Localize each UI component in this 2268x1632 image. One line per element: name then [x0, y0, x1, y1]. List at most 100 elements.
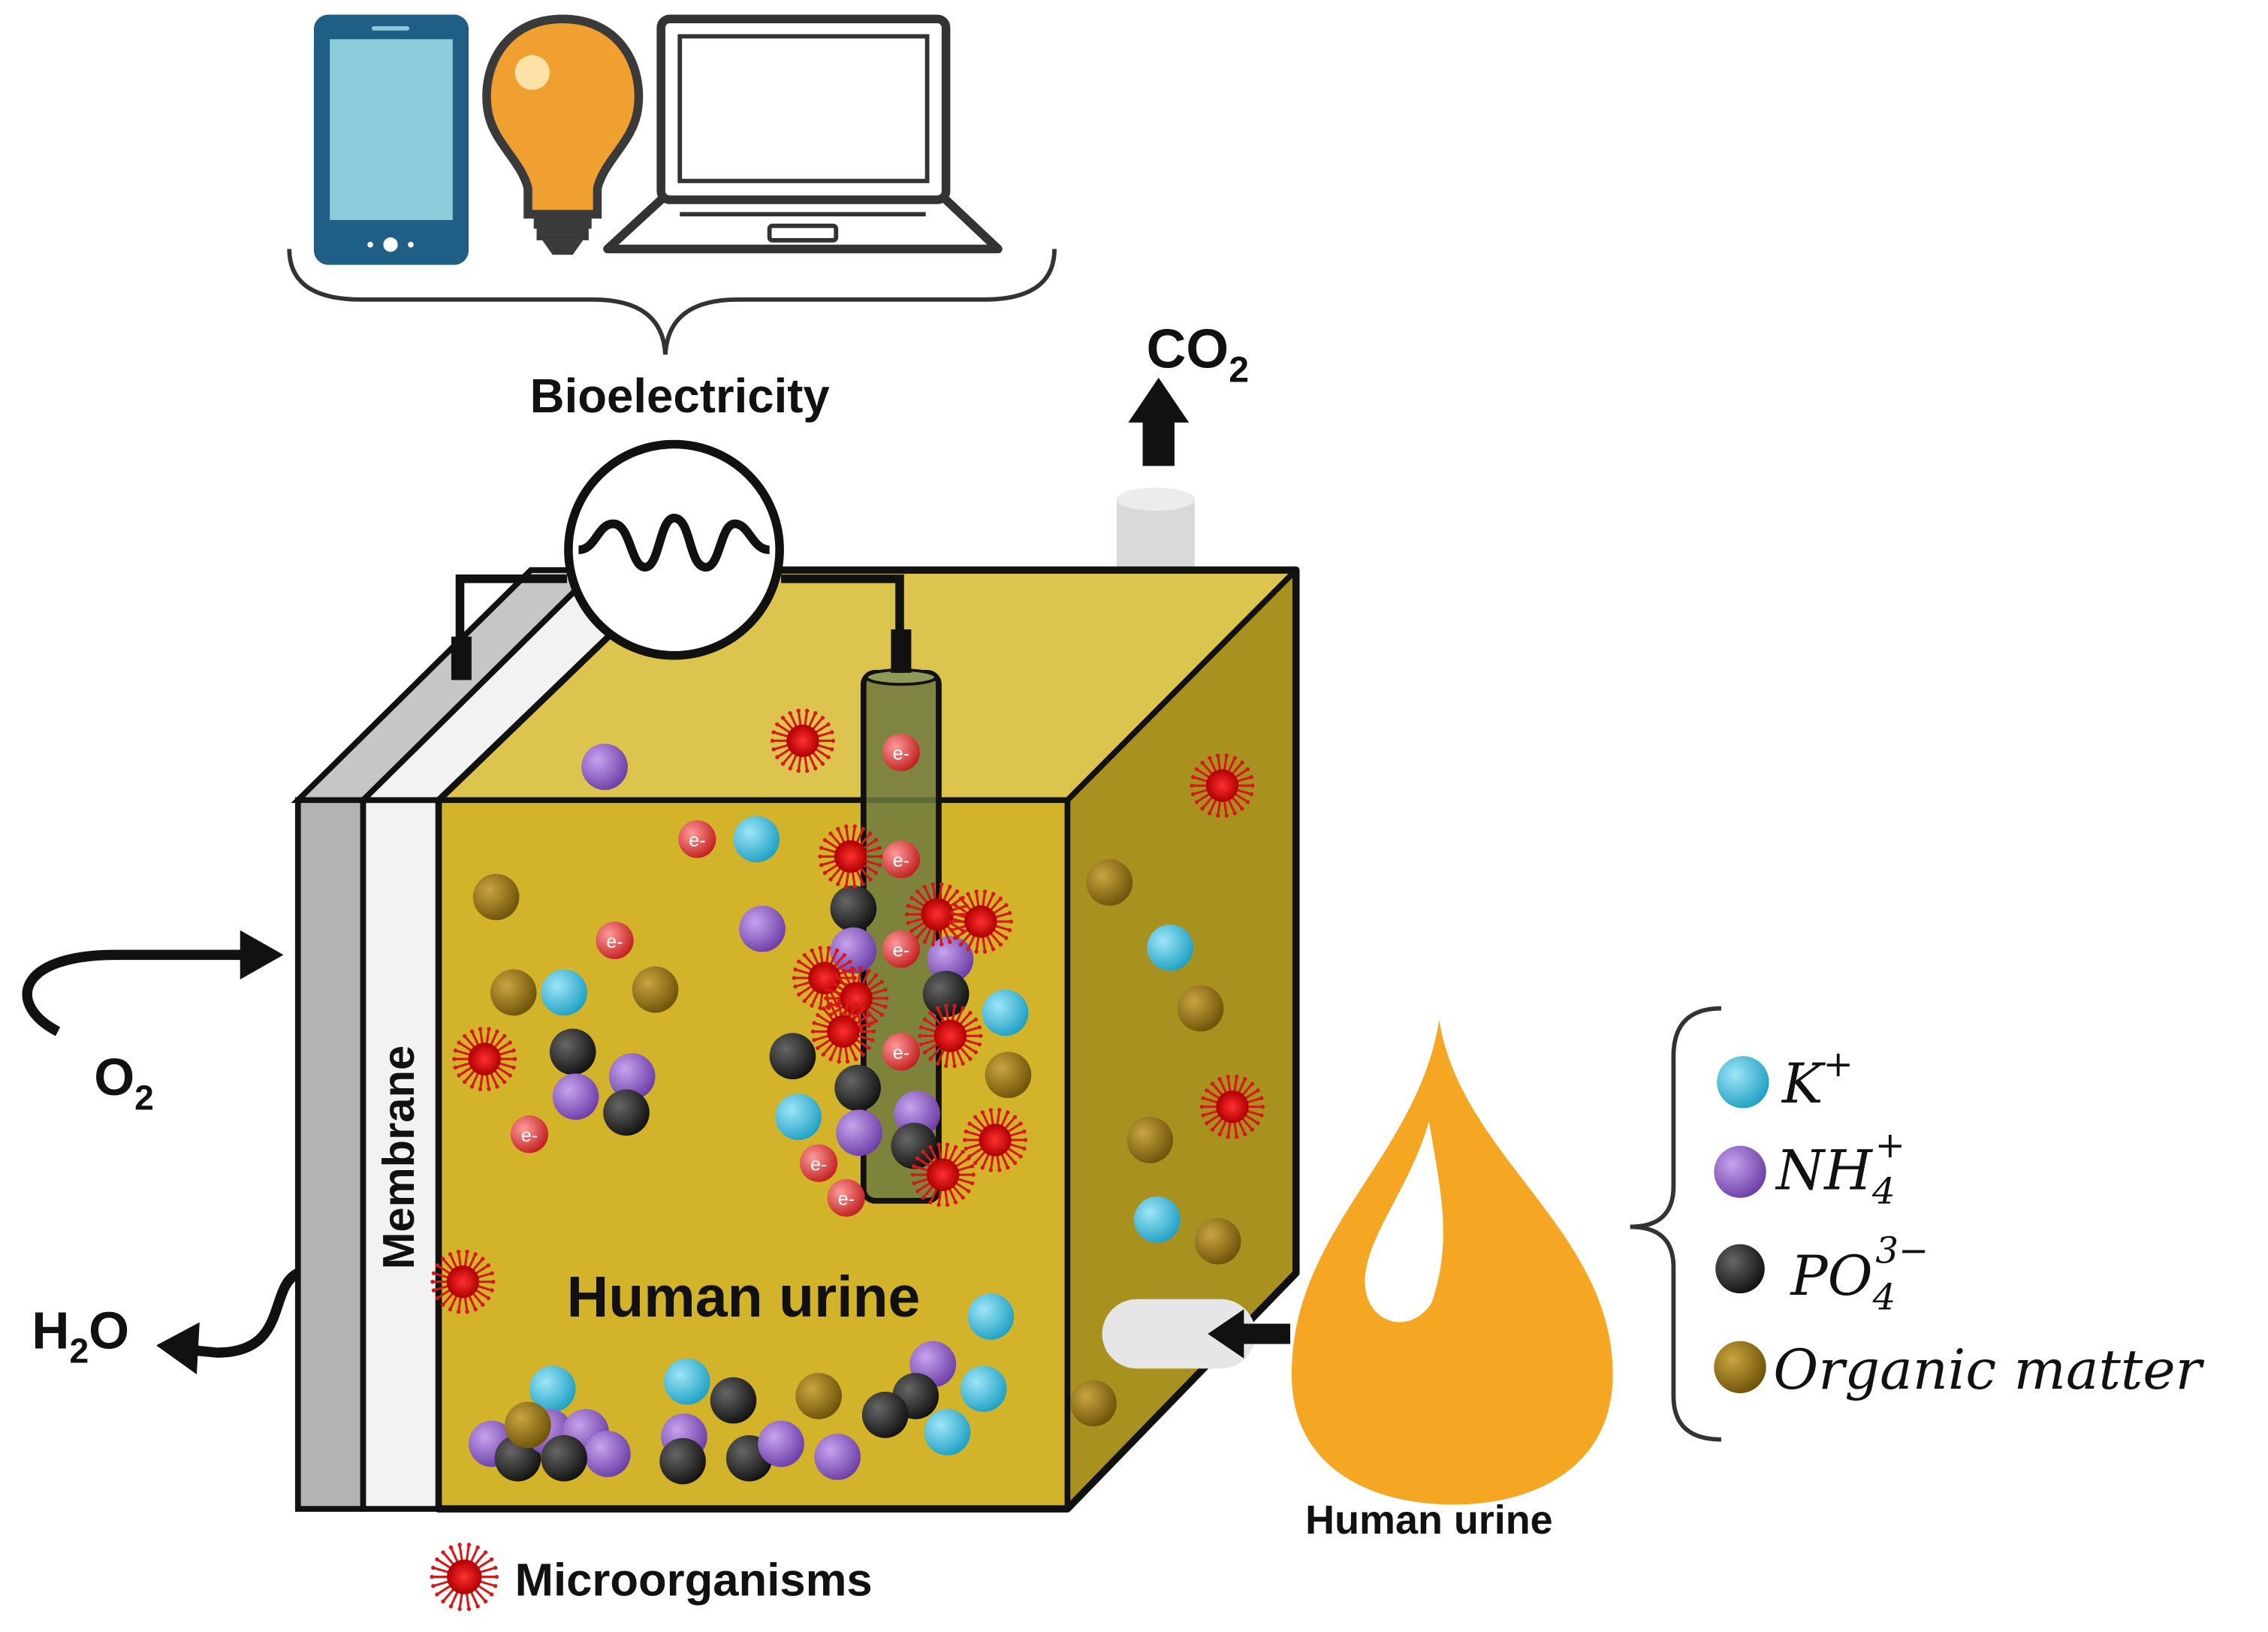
- phosphate-ion: [834, 1064, 881, 1112]
- svg-text:e-: e-: [893, 743, 909, 764]
- cathode-plate: [291, 567, 603, 1512]
- microorganism-icon: [430, 1543, 499, 1611]
- legend-nh4-label: NH4+: [1775, 1124, 1905, 1213]
- microorganism: [910, 1142, 976, 1207]
- membrane-label: Membrane: [373, 1045, 424, 1270]
- organic-matter-particle: [1177, 985, 1224, 1032]
- phosphate-ion: [541, 1434, 587, 1482]
- microorganism: [948, 889, 1013, 954]
- potassium-ion: [960, 1365, 1007, 1413]
- microorganism: [810, 999, 876, 1064]
- microorganism: [1190, 753, 1255, 818]
- microorganism: [430, 1249, 496, 1314]
- electron: e-: [882, 840, 920, 879]
- phosphate-ion: [861, 1392, 909, 1438]
- electron: e-: [882, 733, 920, 771]
- urine-drop-icon: [1291, 1020, 1613, 1505]
- electron: e-: [882, 1033, 920, 1071]
- phosphate-ion: [769, 1033, 816, 1080]
- microorganism: [430, 1543, 499, 1611]
- potassium-ion: [1134, 1196, 1181, 1243]
- urine-inlet-tube: [1102, 1299, 1291, 1369]
- microorganism: [452, 1027, 517, 1091]
- potassium-ion: [733, 816, 780, 863]
- svg-text:e-: e-: [689, 830, 705, 851]
- electron: e-: [510, 1115, 548, 1154]
- potassium-ion: [775, 1094, 822, 1140]
- organic-matter-particle: [1086, 859, 1133, 906]
- electron: e-: [596, 922, 634, 960]
- ammonium-ion: [584, 1431, 631, 1477]
- phosphate-ion: [922, 970, 970, 1018]
- svg-text:e-: e-: [606, 931, 623, 952]
- svg-text:e-: e-: [893, 1042, 909, 1063]
- legend-k-marker: [1717, 1056, 1769, 1109]
- electron: e-: [882, 930, 920, 968]
- ammonium-ion: [830, 927, 877, 974]
- organic-matter-particle: [1070, 1380, 1117, 1427]
- resistor-icon: [564, 439, 784, 660]
- svg-text:e-: e-: [838, 1189, 855, 1210]
- ammonium-ion: [739, 905, 786, 952]
- legend-nh4-marker: [1714, 1145, 1766, 1198]
- organic-matter-particle: [985, 1051, 1032, 1099]
- smartphone-icon: [313, 14, 469, 265]
- drop-caption: Human urine: [1305, 1498, 1552, 1543]
- co2-up-arrow: [1128, 377, 1190, 466]
- ammonium-ion: [608, 1053, 656, 1100]
- legend-k-label: K+: [1781, 1043, 1853, 1116]
- organic-matter-particle: [795, 1373, 842, 1419]
- potassium-ion: [967, 1293, 1015, 1340]
- potassium-ion: [982, 989, 1029, 1036]
- phosphate-ion: [830, 885, 877, 932]
- h2o-label: H2O: [32, 1301, 129, 1370]
- legend-brace: [1630, 1006, 1721, 1442]
- svg-text:e-: e-: [893, 850, 909, 871]
- legend-organic-label: Organic matter: [1773, 1338, 2204, 1402]
- ammonium-ion: [758, 1420, 804, 1468]
- legend-po4-marker: [1715, 1244, 1765, 1294]
- microorganism: [962, 1108, 1028, 1172]
- phosphate-ion: [710, 1377, 757, 1424]
- potassium-ion: [664, 1358, 710, 1405]
- electron: e-: [827, 1178, 865, 1217]
- legend-po4-label: PO43−: [1789, 1230, 1929, 1319]
- ions-and-particles: e-e-e-e-e-e-e-e-e-: [430, 708, 1265, 1485]
- organic-matter-particle: [490, 969, 537, 1016]
- microorganism: [918, 1003, 983, 1068]
- ammonium-ion: [552, 1073, 599, 1120]
- microorganisms-label: Microorganisms: [515, 1555, 873, 1606]
- svg-text:e-: e-: [893, 940, 909, 961]
- organic-matter-particle: [632, 966, 679, 1013]
- chamber-label: Human urine: [567, 1265, 921, 1329]
- laptop-icon: [603, 14, 1003, 254]
- electron: e-: [800, 1144, 838, 1182]
- phosphate-ion: [891, 1122, 938, 1169]
- h2o-outflow-arrow: [156, 1268, 301, 1374]
- electron: e-: [678, 820, 716, 858]
- svg-text:e-: e-: [521, 1125, 538, 1146]
- ammonium-ion: [927, 936, 974, 982]
- phosphate-ion: [659, 1437, 706, 1485]
- legend: K+ NH4+ PO43− Organic matter: [1714, 1043, 2205, 1402]
- potassium-ion: [924, 1409, 971, 1456]
- devices-brace: [287, 249, 1057, 355]
- microorganism: [1199, 1074, 1265, 1139]
- o2-label: O2: [94, 1048, 154, 1117]
- microorganism: [770, 708, 836, 774]
- potassium-ion: [541, 969, 587, 1016]
- organic-matter-particle: [1194, 1217, 1241, 1265]
- ammonium-ion: [814, 1433, 861, 1480]
- light-bulb-icon: [482, 14, 644, 255]
- organic-matter-particle: [472, 873, 520, 921]
- legend-organic-marker: [1714, 1341, 1766, 1393]
- co2-label: CO2: [1146, 318, 1249, 390]
- phosphate-ion: [603, 1089, 650, 1136]
- organic-matter-particle: [505, 1401, 551, 1449]
- phosphate-ion: [549, 1028, 596, 1075]
- potassium-ion: [529, 1365, 576, 1413]
- o2-inflow-arrow: [22, 930, 284, 1036]
- microorganism: [818, 824, 883, 889]
- potassium-ion: [1147, 924, 1193, 971]
